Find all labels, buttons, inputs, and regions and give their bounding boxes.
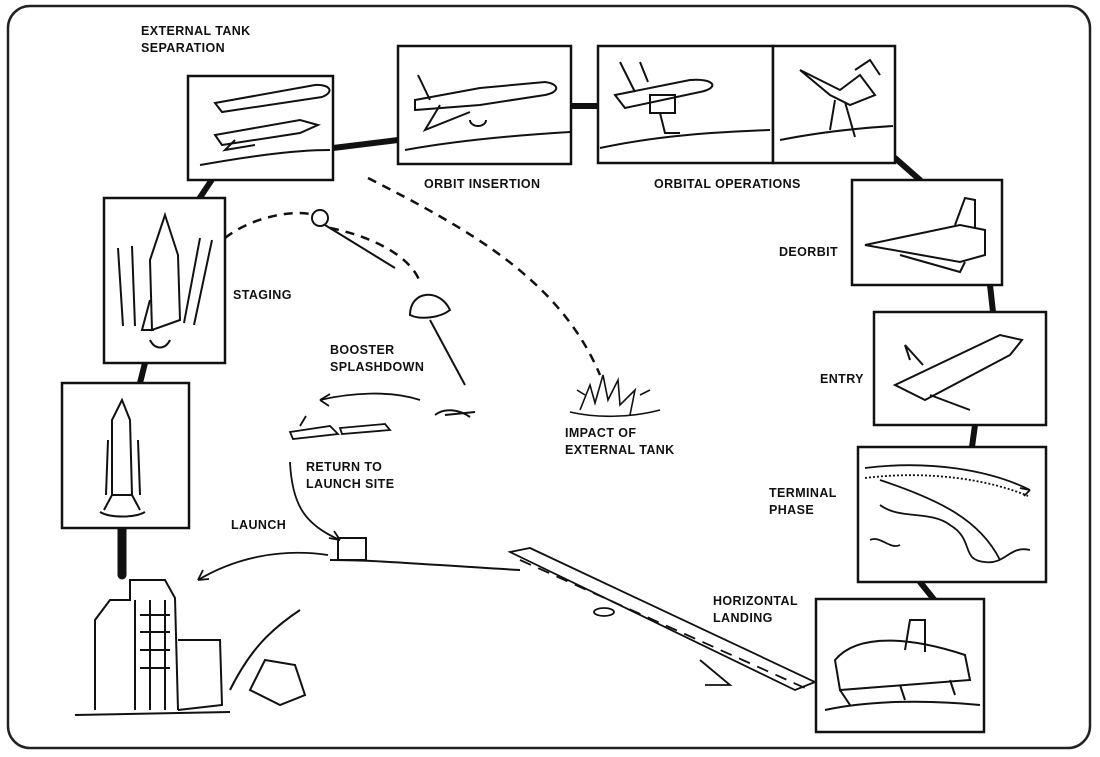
label-orbit-insertion-text: ORBIT INSERTION — [424, 176, 540, 193]
label-external-tank-separation-line2: SEPARATION — [141, 40, 251, 57]
label-booster-splashdown: BOOSTER SPLASHDOWN — [330, 342, 424, 376]
label-entry: ENTRY — [820, 371, 864, 388]
label-launch-text: LAUNCH — [231, 517, 286, 534]
label-return-to-launch-site: RETURN TO LAUNCH SITE — [306, 459, 394, 493]
label-impact-external-tank: IMPACT OF EXTERNAL TANK — [565, 425, 675, 459]
label-external-tank-separation-line1: EXTERNAL TANK — [141, 23, 251, 40]
label-booster-splashdown-line2: SPLASHDOWN — [330, 359, 424, 376]
label-impact-external-tank-line1: IMPACT OF — [565, 425, 675, 442]
label-terminal-phase-line2: PHASE — [769, 502, 837, 519]
label-horizontal-landing: HORIZONTAL LANDING — [713, 593, 798, 627]
label-entry-text: ENTRY — [820, 371, 864, 388]
label-horizontal-landing-line2: LANDING — [713, 610, 798, 627]
label-booster-splashdown-line1: BOOSTER — [330, 342, 424, 359]
label-external-tank-separation: EXTERNAL TANK SEPARATION — [141, 23, 251, 57]
label-staging: STAGING — [233, 287, 292, 304]
label-staging-text: STAGING — [233, 287, 292, 304]
label-return-to-launch-site-line1: RETURN TO — [306, 459, 394, 476]
label-deorbit-text: DEORBIT — [779, 244, 838, 261]
label-horizontal-landing-line1: HORIZONTAL — [713, 593, 798, 610]
label-deorbit: DEORBIT — [779, 244, 838, 261]
label-return-to-launch-site-line2: LAUNCH SITE — [306, 476, 394, 493]
label-orbit-insertion: ORBIT INSERTION — [424, 176, 540, 193]
label-impact-external-tank-line2: EXTERNAL TANK — [565, 442, 675, 459]
label-orbital-operations: ORBITAL OPERATIONS — [654, 176, 801, 193]
label-orbital-operations-text: ORBITAL OPERATIONS — [654, 176, 801, 193]
label-terminal-phase: TERMINAL PHASE — [769, 485, 837, 519]
label-terminal-phase-line1: TERMINAL — [769, 485, 837, 502]
label-launch: LAUNCH — [231, 517, 286, 534]
